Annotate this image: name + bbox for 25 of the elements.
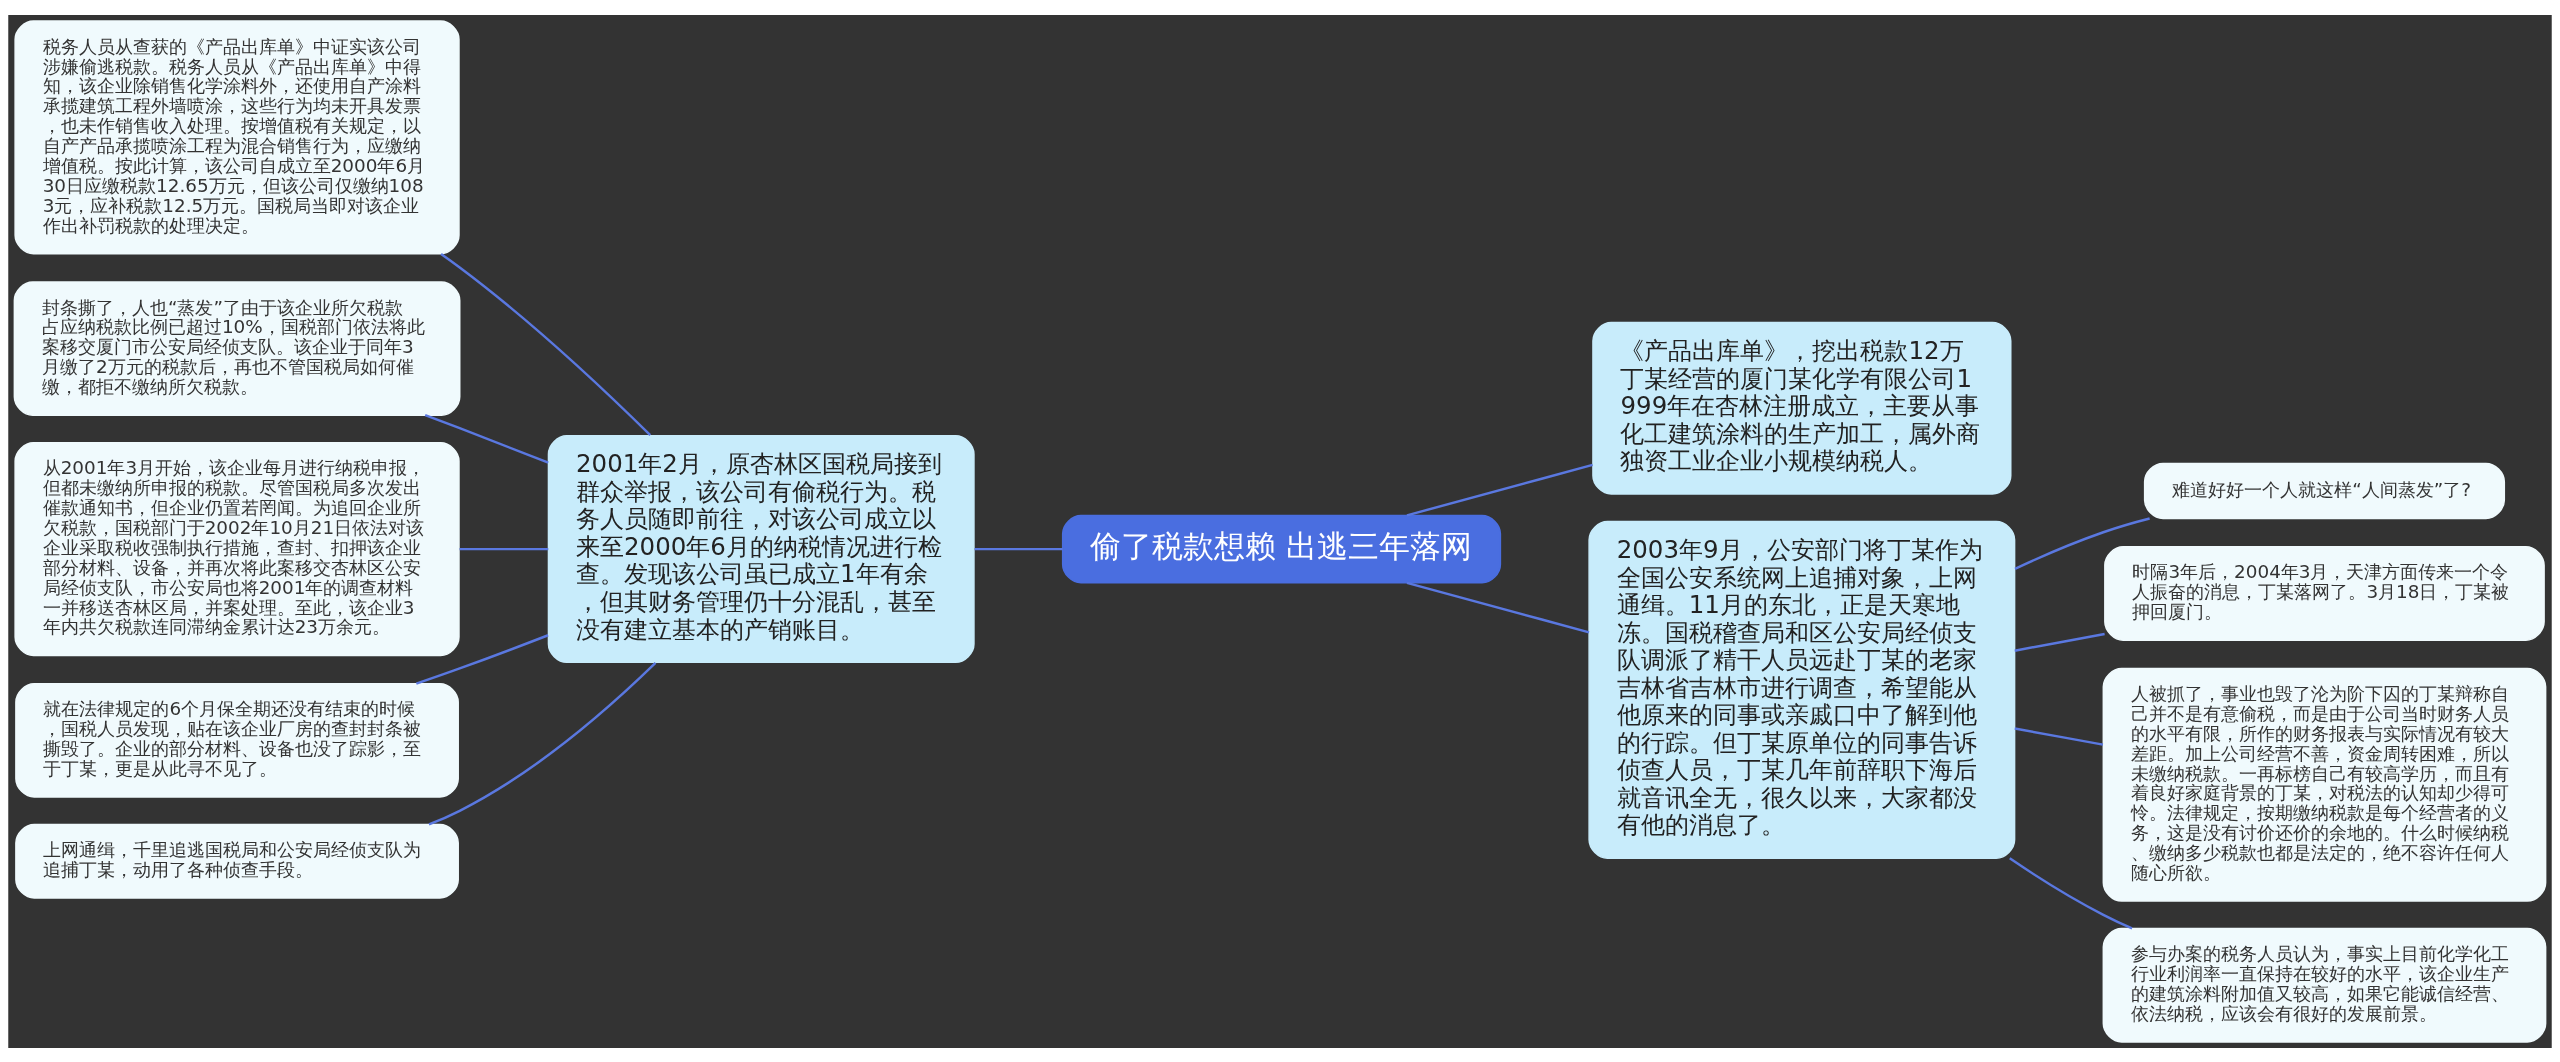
connector [2014,632,2105,652]
connector [440,252,652,436]
node-box: 人被抓了，事业也毁了沦为阶下囚的丁某辩称自己并不是有意偷税，而是由于公司当时财务人员的水平有限，所作的财务报表与实际情况有较大差距。加上公司经营不善，资金周转困难，所以未缴纳税款。一再标榜自己有较高学历，而且有着良好家庭背景的丁某，对税法的认知却少得可怜。法律规定，按期缴纳税款是每个经营者的义务，这是没有讨价还价的余地的。什么时候纳税、缴纳多少税款也都是法定的，绝不容许任何人随心所欲。 [2102,667,2547,902]
node-box: 2001年2月，原杏林区国税局接到群众举报，该公司有偷税行为。税务人员随即前往，对该公司成立以来至2000年6月的纳税情况进行检查。发现该公司虽已成立1年有余，但其财务管理仍十分混乱，甚至没有建立基本的产销账目。 [547,434,975,663]
node-box: 上网通缉，千里追逃国税局和公安局经侦支队为追捕丁某，动用了各种侦查手段。 [15,823,459,899]
connector [415,633,549,685]
node-box: 从2001年3月开始，该企业每月进行纳税申报，但都未缴纳所申报的税款。尽管国税局多次发出催款通知书，但企业仍置若罔闻。为追回企业所欠税款，国税部门于2002年10月21日依法对该企业采取税收强制执行措施，查封、扣押该企业部分材料、设备，并再次将此案移交杏林区公安局经侦支队，市公安局也将2001年的调查材料一并移送杏林区局，并案处理。至此，该企业3年内共欠税款连同滞纳金累计达23万余元。 [14,441,460,656]
connector [974,547,1063,550]
connector [2014,516,2150,570]
node-box: 时隔3年后，2004年3月，天津方面传来一个令人振奋的消息，丁某落网了。3月18日，丁某被押回厦门。 [2104,545,2545,641]
node-box: 参与办案的税务人员认为，事实上目前化学化工行业利润率一直保持在较好的水平，该企业生产的建筑涂料附加值又较高，如果它能诚信经营、依法纳税，应该会有很好的发展前景。 [2102,927,2547,1043]
connector [1406,581,1590,634]
connector [2014,726,2104,746]
node-box: 2003年9月，公安部门将丁某作为全国公安系统网上追捕对象，上网通缉。11月的东北，正是天寒地冻。国税稽查局和区公安局经侦支队调派了精干人员远赴丁某的老家吉林省吉林市进行调查，希望能从他原来的同事或亲戚口中了解到他的行踪。但丁某原单位的同事告诉侦查人员，丁某几年前辞职下海后就音讯全无，很久以来，大家都没有他的消息了。 [1588,520,2016,859]
node-box: 偷了税款想赖 出逃三年落网 [1061,514,1502,584]
connector [459,547,549,550]
node-box: 税务人员从查获的《产品出库单》中证实该公司涉嫌偷逃税款。税务人员从《产品出库单》中得知，该企业除销售化学涂料外，还使用自产涂料承揽建筑工程外墙喷涂，这些行为均未开具发票，也未作销售收入处理。按增值税有关规定，以自产产品承揽喷涂工程为混合销售行为，应缴纳增值税。按此计算，该公司自成立至2000年6月30日应缴税款12.65万元，但该公司仅缴纳1083元，应补税款12.5万元。国税局当即对该企业作出补罚税款的处理决定。 [14,19,460,254]
node-box: 难道好好一个人就这样“人间蒸发”了? [2143,462,2506,519]
connector [2009,856,2133,930]
connector [424,413,549,464]
connector [1406,463,1593,517]
node-box: 封条撕了，人也“蒸发”了由于该企业所欠税款占应纳税款比例已超过10%，国税部门依法将此案移交厦门市公安局经侦支队。该企业于同年3月缴了2万元的税款后，再也不管国税局如何催缴，都拒不缴纳所欠税款。 [13,280,461,416]
connector [428,661,657,826]
node-box: 《产品出库单》，挖出税款12万丁某经营的厦门某化学有限公司1999年在杏林注册成立，主要从事化工建筑涂料的生产加工，属外商独资工业企业小规模纳税人。 [1592,321,2012,495]
node-box: 就在法律规定的6个月保全期还没有结束的时候，国税人员发现，贴在该企业厂房的查封封条被撕毁了。企业的部分材料、设备也没了踪影，至于丁某，更是从此寻不见了。 [15,682,459,798]
